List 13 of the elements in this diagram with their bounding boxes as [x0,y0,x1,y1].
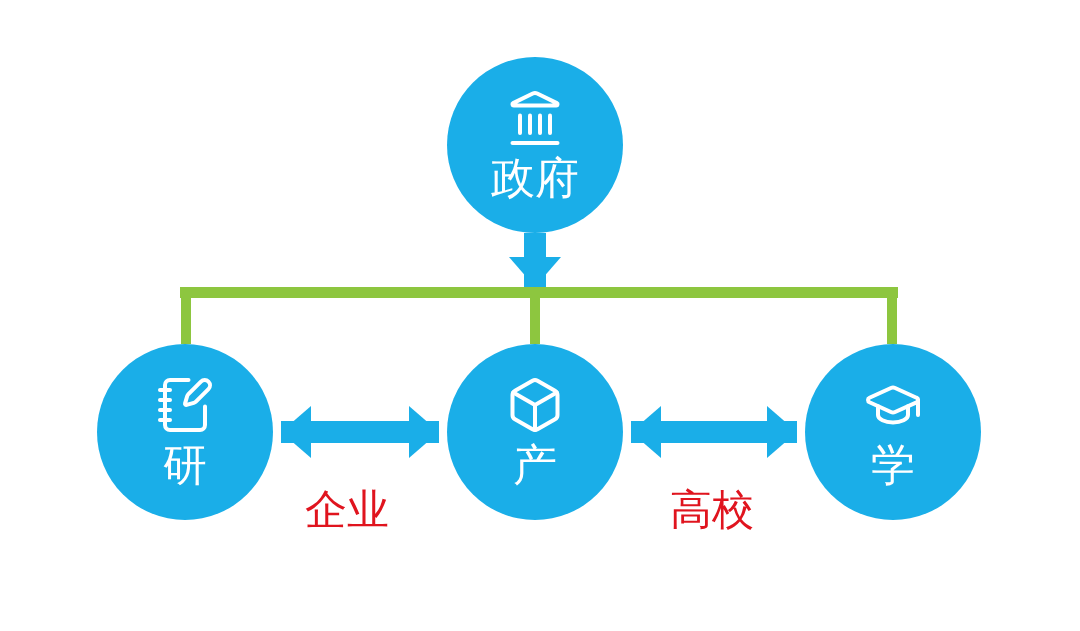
label-text: 高校 [670,484,754,536]
node-label: 研 [163,440,207,490]
node-label: 政府 [491,153,579,203]
block-arrow [509,233,561,287]
node-label: 产 [513,440,557,490]
connector-line [530,298,540,344]
connector-line [887,298,897,344]
node-label: 学 [871,440,915,490]
connector-line [181,298,191,344]
block-arrow [631,406,797,458]
label-text: 企业 [305,484,389,536]
block-arrow [281,406,439,458]
horizontal-bar [180,287,898,298]
